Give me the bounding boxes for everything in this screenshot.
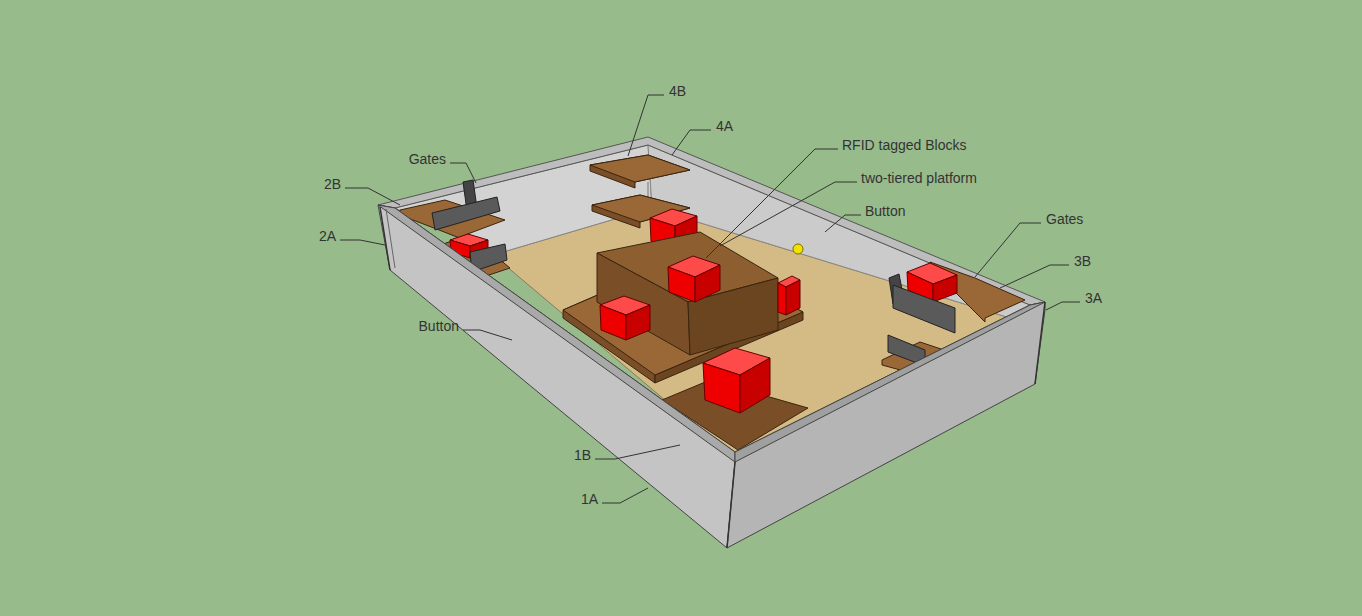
callout-label: RFID tagged Blocks bbox=[842, 137, 967, 153]
rfid-block bbox=[626, 305, 650, 340]
shelf-board bbox=[590, 155, 690, 188]
leader-line bbox=[463, 330, 512, 340]
gate bbox=[432, 197, 500, 230]
leader-line bbox=[628, 95, 664, 156]
leader-line bbox=[672, 130, 711, 155]
callout-label: Button bbox=[419, 318, 459, 334]
callout-label: 4A bbox=[716, 118, 733, 134]
wall-edge bbox=[386, 209, 395, 268]
leader-line bbox=[720, 182, 857, 246]
leader-line bbox=[825, 215, 861, 232]
callout-label: 1A bbox=[581, 491, 598, 507]
leader-line bbox=[450, 163, 476, 183]
rfid-block bbox=[703, 363, 740, 413]
wall-edge bbox=[727, 462, 735, 548]
callout-label: 3B bbox=[1074, 253, 1091, 269]
callout-label: 3A bbox=[1085, 290, 1102, 306]
gate bbox=[893, 285, 955, 333]
rfid-block bbox=[600, 305, 626, 340]
callout-label: 2B bbox=[324, 176, 341, 192]
leader-line bbox=[340, 240, 385, 245]
wall-edge bbox=[380, 207, 390, 270]
callout-label: two-tiered platform bbox=[861, 170, 977, 186]
callout-label: 4B bbox=[669, 83, 686, 99]
wall-rim bbox=[378, 205, 735, 462]
wall-rim bbox=[735, 302, 1045, 462]
outer-wall bbox=[727, 302, 1045, 548]
shelf-support bbox=[648, 182, 649, 198]
callout-label: Gates bbox=[409, 151, 446, 167]
leader-line bbox=[975, 223, 1041, 277]
rfid-block bbox=[786, 280, 800, 315]
rfid-block bbox=[778, 283, 786, 315]
leader-line bbox=[602, 488, 648, 503]
wall-edge bbox=[1035, 302, 1045, 384]
callout-label: 1B bbox=[574, 447, 591, 463]
leader-line bbox=[706, 149, 838, 258]
outer-wall bbox=[378, 205, 735, 548]
rfid-block bbox=[933, 275, 957, 302]
leader-line bbox=[345, 188, 400, 205]
leader-line bbox=[595, 445, 680, 459]
rfid-block bbox=[740, 358, 770, 413]
shelf-board bbox=[590, 155, 690, 182]
rfid-block bbox=[668, 267, 695, 302]
callout-label: Button bbox=[865, 203, 905, 219]
leader-line bbox=[1000, 265, 1069, 288]
callout-label: 2A bbox=[319, 228, 336, 244]
rfid-block bbox=[695, 265, 720, 302]
leader-line bbox=[1046, 302, 1080, 310]
button-dot bbox=[793, 244, 803, 254]
callout-label: Gates bbox=[1046, 211, 1083, 227]
